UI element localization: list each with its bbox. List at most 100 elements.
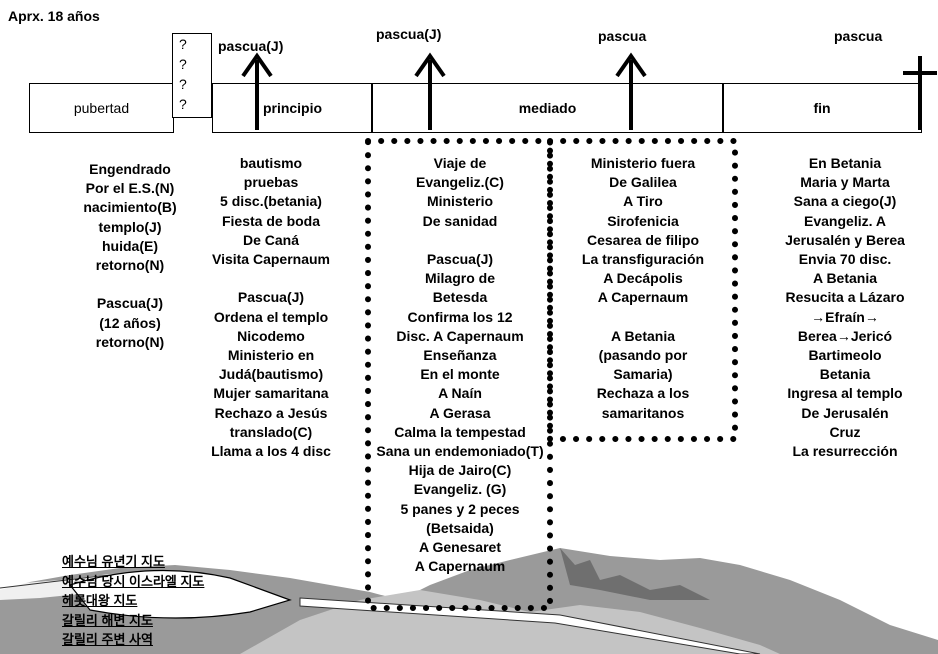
event-line: Ordena el templo [213,308,329,325]
event-line: pruebas [243,174,299,191]
event-line: Cesarea de filipo [586,231,700,248]
passover-label: pascua [598,28,647,44]
passover-label: pascua(J) [218,38,284,54]
final-ministry-events: En Betania Maria y Marta Sana a ciego(J)… [760,154,930,461]
segment-principio: principio [212,83,373,133]
event-line: Mujer samaritana [213,385,329,402]
event-line: Rechaza a los [596,385,690,402]
event-line: Ministerio en [227,347,315,364]
event-line: A Betania [812,270,878,287]
passover-arrow [615,52,647,130]
map-link-galilee-shore[interactable]: 갈릴리 해변 지도 [62,612,153,628]
event-line: A Genesaret [419,539,501,556]
event-line: Pascua(J) [96,295,164,312]
event-line: A Naín [438,385,482,402]
event-line: Ministerio [426,193,494,210]
event-line: bautismo [239,155,303,171]
event-line: 5 panes y 2 peces [400,500,520,517]
galilee-ministry-events: Viaje de Evangeliz.(C) Ministerio De san… [370,154,550,576]
galilee-ministry-dotted-box [365,138,553,611]
event-line: (pasando por [598,347,688,364]
event-line [560,308,726,327]
event-line: A Tiro [623,193,663,210]
cross-icon [903,56,937,130]
event-line: A Capernaum [597,289,689,306]
segment-mediado: mediado [371,83,724,133]
event-line: De Jerusalén [801,404,889,421]
segment-fin: fin [722,83,922,133]
event-line: La resurrección [792,443,898,460]
event-line: Bartimeolo [808,347,882,364]
event-line: Judá(bautismo) [218,366,324,383]
event-line: (12 años) [99,314,161,331]
outside-galilee-dotted-box [547,138,738,442]
event-line: retorno(N) [95,333,165,350]
event-line: En el monte [420,366,500,383]
event-line: Evangeliz.(C) [416,174,504,191]
event-line: nacimiento(B) [83,199,177,216]
passover-label: pascua(J) [376,26,442,42]
passover-arrow [241,52,273,130]
road-path [299,597,761,654]
event-line [65,275,195,294]
event-line: templo(J) [98,218,162,235]
map-link-herod[interactable]: 헤롯대왕 지도 [62,593,138,608]
map-link-israel[interactable]: 예수님 당시 이스라엘 지도 [62,573,205,589]
event-line [370,231,550,250]
event-line: Envia 70 disc. [798,251,892,268]
question-mark: ? [179,96,187,112]
passover-label: pascua [834,28,883,44]
event-line: De Caná [242,231,300,248]
event-line: →Efraín→ [811,308,879,325]
question-mark: ? [179,76,187,92]
event-line: De sanidad [422,212,498,229]
map-link-galilee-area[interactable]: 갈릴리 주변 사역 [62,632,153,647]
event-line: Engendrado [89,161,171,177]
map-links: 예수님 유년기 지도 예수님 당시 이스라엘 지도 헤롯대왕 지도 갈릴리 해변… [62,552,204,650]
event-line: retorno(N) [95,257,165,274]
event-line: Betania [819,366,871,383]
event-line: Hija de Jairo(C) [408,462,512,479]
event-line: Ministerio fuera [590,155,696,171]
event-line: Por el E.S.(N) [85,180,175,197]
map-link-childhood[interactable]: 예수님 유년기 지도 [62,554,165,569]
event-line: 5 disc.(betania) [220,193,322,210]
event-line: A Decápolis [603,270,683,287]
question-mark: ? [179,56,187,72]
event-line: A Capernaum [414,558,506,575]
event-line: Sana un endemoniado(T) [376,443,544,460]
event-line: Fiesta de boda [221,212,321,229]
event-line: La transfiguración [581,251,705,268]
unknown-years-box: ? ? ? ? [172,33,212,118]
event-line: Pascua(J) [237,289,305,306]
map-bubble [68,569,292,619]
event-line: Confirma los 12 [407,308,513,325]
question-mark: ? [179,36,187,52]
event-line: (Betsaida) [426,519,494,536]
segment-pubertad: pubertad [29,83,174,133]
outside-galilee-events: Ministerio fuera De Galilea A Tiro Sirof… [560,154,726,423]
event-line: Samaria) [613,366,673,383]
event-line: A Betania [610,327,676,344]
event-line: Nicodemo [237,327,305,344]
age-note: Aprx. 18 años [8,8,100,24]
event-line: Pascua(J) [426,251,494,267]
event-line: Resucita a Lázaro [785,289,905,306]
event-line: Disc. A Capernaum [396,327,524,344]
event-line: Enseñanza [423,347,497,364]
event-line: samaritanos [601,404,685,421]
event-line: Visita Capernaum [211,251,330,268]
event-line: Maria y Marta [800,174,890,191]
event-line: Sana a ciego(J) [793,193,897,210]
event-line: Calma la tempestad [394,423,526,440]
event-line: Jerusalén y Berea [785,231,905,248]
event-line: Evangeliz. A [804,212,886,229]
event-line: Betesda [432,289,488,306]
passover-arrow [414,52,446,130]
event-line: Evangeliz. (G) [413,481,507,498]
event-line: De Galilea [609,174,677,191]
event-line: Ingresa al templo [787,385,903,402]
event-line: Rechazo a Jesús [214,404,328,421]
event-line [196,269,346,288]
